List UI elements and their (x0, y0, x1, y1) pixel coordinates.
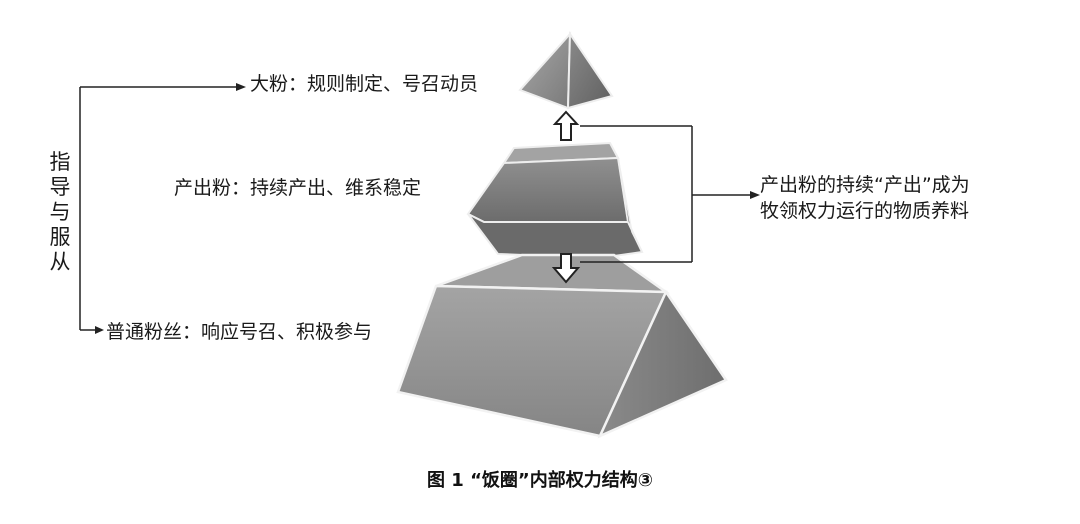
top-pyramid (518, 30, 614, 110)
middle-frustum (466, 141, 644, 260)
figure-caption: 图 1 “饭圈”内部权力结构③ (427, 470, 653, 491)
bottom-frustum (396, 253, 728, 439)
left-bracket (79, 86, 236, 331)
middle-frustum-right-face (617, 157, 643, 253)
top-pyramid-right-face (566, 30, 614, 110)
middle-frustum-front-face (466, 156, 630, 223)
middle-level-label: 产出粉：持续产出、维系稳定 (174, 177, 422, 199)
right-bracket (580, 125, 752, 263)
side-relation-label: 指导与服从 (49, 150, 71, 274)
note-arrowhead (750, 191, 760, 199)
hollow-up-arrow (552, 110, 580, 141)
bottom-level-label: 普通粉丝：响应号召、积极参与 (106, 321, 373, 343)
side-note: 产出粉的持续“产出”成为 牧领权力运行的物质养料 (760, 172, 1020, 224)
bottom-frustum-right-face (597, 289, 728, 439)
top-label-arrowhead (236, 83, 246, 91)
top-pyramid-left-face (518, 31, 572, 110)
bottom-label-arrowhead (95, 326, 104, 334)
side-note-line-1: 产出粉的持续“产出”成为 (760, 174, 970, 196)
top-level-label: 大粉：规则制定、号召动员 (250, 73, 479, 95)
hollow-down-arrow (551, 253, 581, 284)
side-note-line-2: 牧领权力运行的物质养料 (760, 200, 970, 222)
